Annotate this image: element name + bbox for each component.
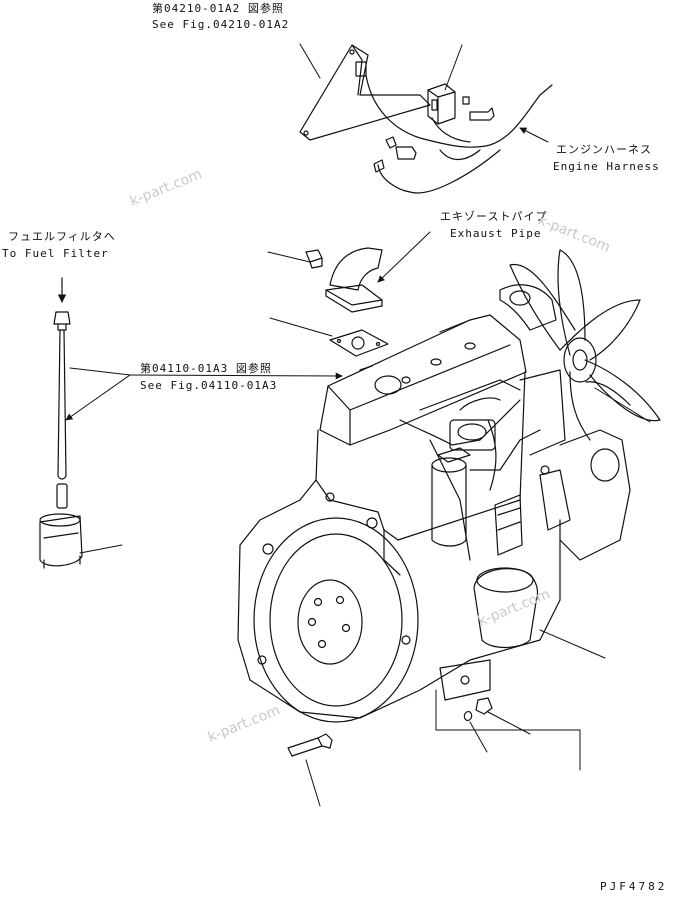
ref-mid-en: See Fig.04110-01A3: [140, 379, 278, 392]
harness-label-jp: エンジンハーネス: [556, 143, 652, 156]
exhaust-label-jp: エキゾーストパイプ: [440, 210, 548, 223]
harness-label-en: Engine Harness: [553, 160, 660, 173]
ref-top-jp: 第04210-01A2 図参照: [152, 2, 284, 15]
engine-block: [237, 247, 661, 723]
relay-bracket-assembly: [299, 44, 553, 194]
fuel-label-en: To Fuel Filter: [2, 247, 109, 260]
fuel-label-jp: フュエルフィルタへ: [8, 230, 116, 243]
ref-top-en: See Fig.04210-01A2: [152, 18, 290, 31]
leader-lines: [65, 43, 651, 807]
exhaust-label-en: Exhaust Pipe: [450, 227, 542, 240]
drawing-code: PJF4782: [600, 880, 668, 893]
mounting-hardware: [287, 697, 493, 757]
fuel-line-parts: [39, 277, 83, 569]
ref-mid-jp: 第04110-01A3 図参照: [140, 362, 272, 375]
